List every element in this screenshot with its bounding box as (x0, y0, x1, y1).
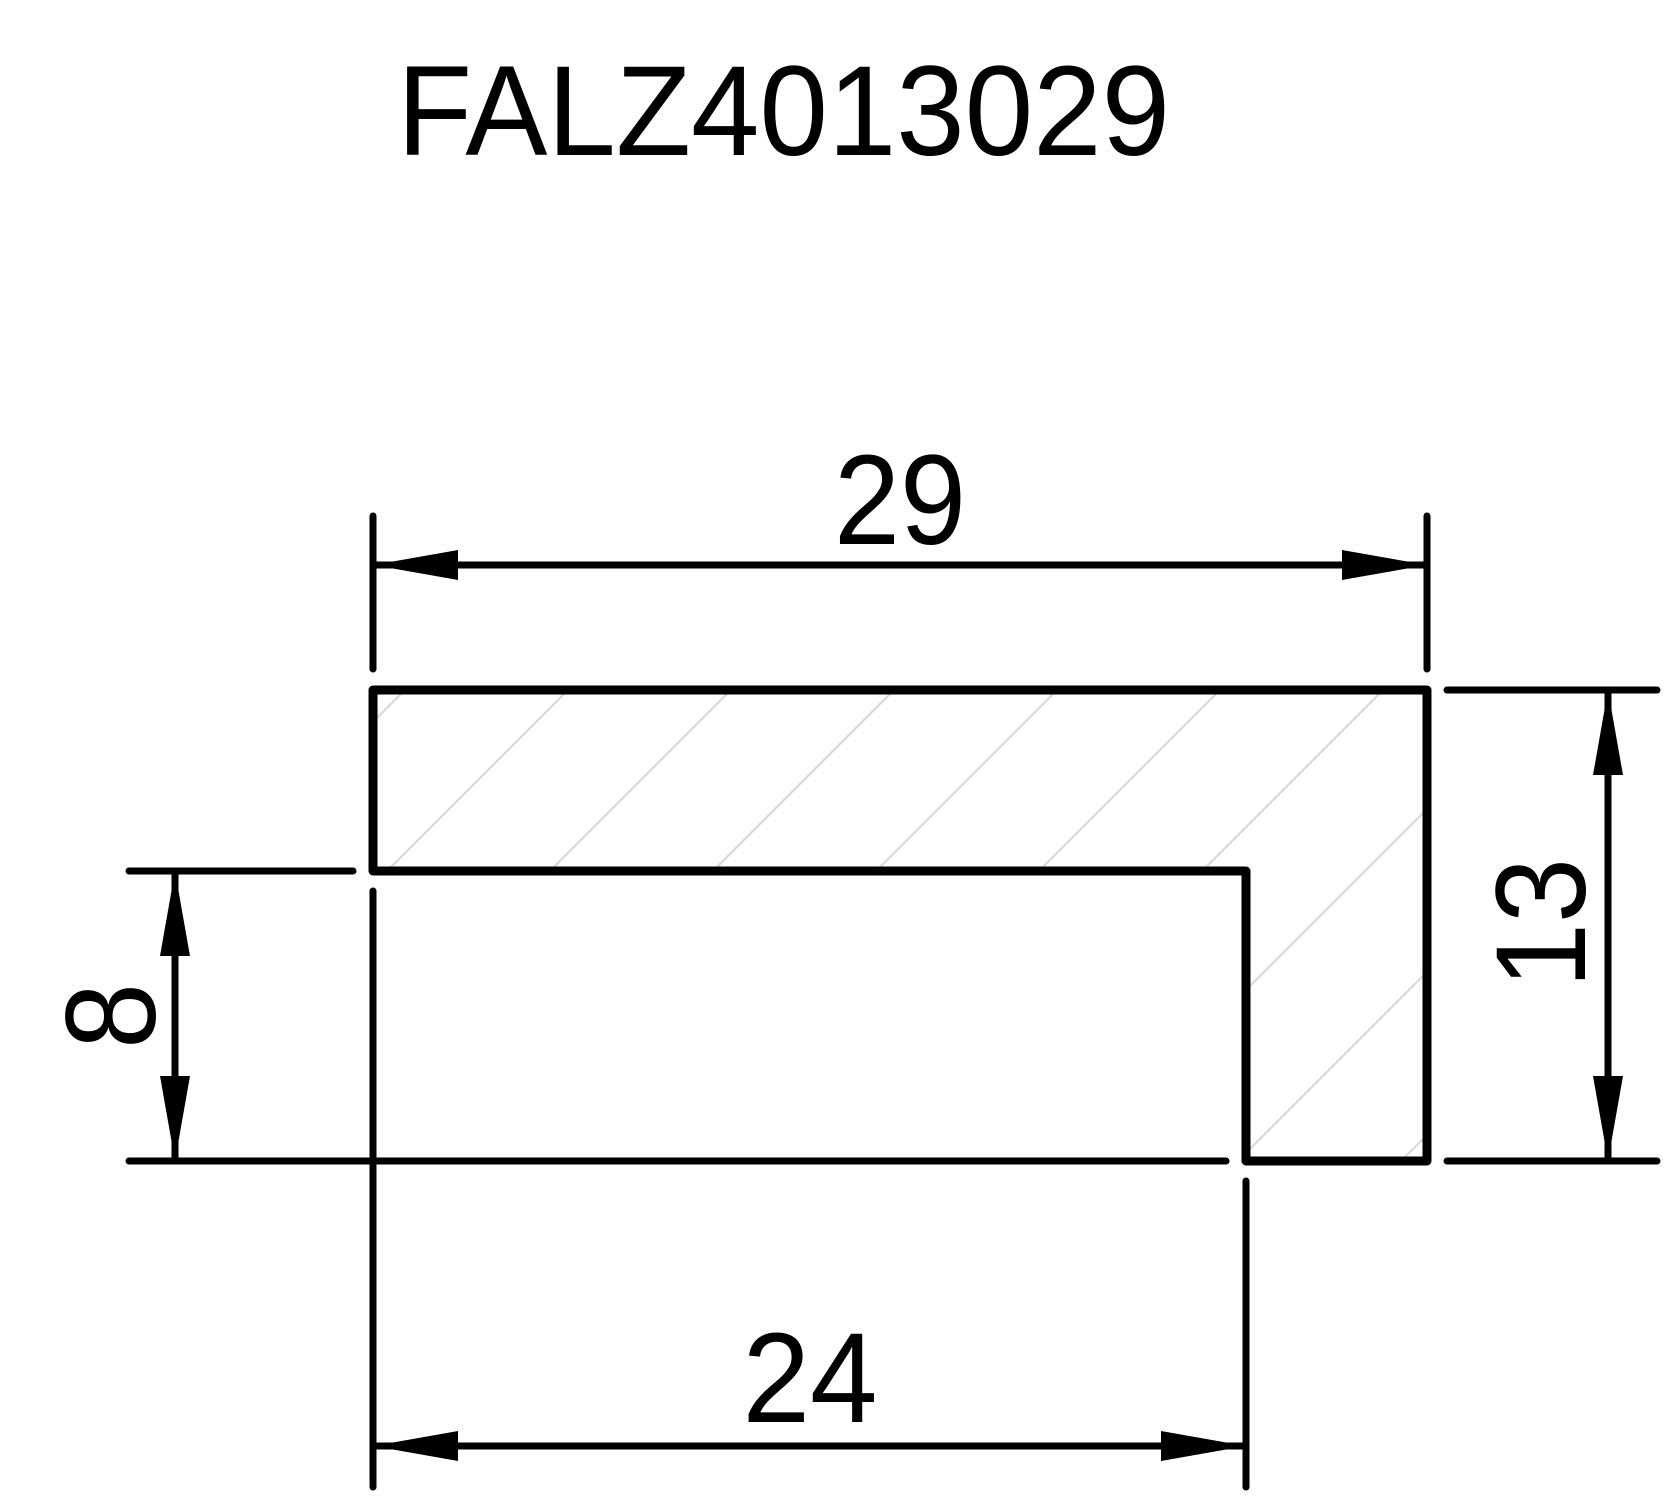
dimension-left-height: 8 (40, 867, 1230, 1165)
dimension-label-bottom-width: 24 (743, 1307, 878, 1450)
dimension-right-height: 13 (1443, 686, 1661, 1165)
arrowhead-right (1161, 1431, 1246, 1461)
arrowhead-top (1593, 690, 1623, 775)
dimension-label-top-width: 29 (834, 429, 966, 572)
dimension-label-right-height: 13 (1470, 858, 1613, 988)
arrowhead-right (1342, 550, 1427, 580)
dimension-label-left-height: 8 (40, 983, 183, 1049)
drawing-title: FALZ4013029 (397, 40, 1170, 183)
dimension-top-width: 29 (369, 429, 1431, 673)
profile-outline (368, 685, 1432, 1166)
arrowhead-bottom (1593, 1076, 1623, 1161)
dimension-bottom-width: 24 (369, 887, 1250, 1491)
arrowhead-top (160, 871, 190, 956)
arrowhead-bottom (160, 1076, 190, 1161)
arrowhead-left (373, 1431, 458, 1461)
arrowhead-left (373, 550, 458, 580)
profile-section (368, 685, 1432, 1166)
